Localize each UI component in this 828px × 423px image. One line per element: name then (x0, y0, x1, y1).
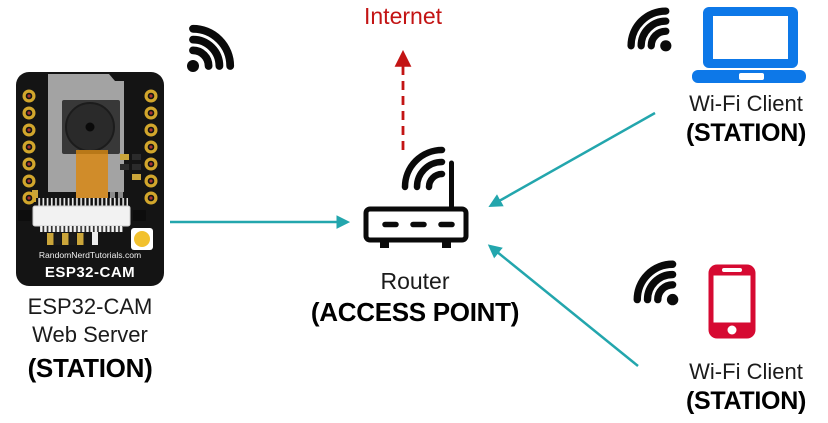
board-name-text: ESP32-CAM (45, 264, 135, 281)
esp32-mode-label: (STATION) (27, 353, 153, 383)
router-name-label: Router (380, 268, 450, 294)
esp32-cam-board: RandomNerdTutorials.com ESP32-CAM (16, 72, 164, 286)
phone-client-label: Wi-Fi Client (689, 359, 803, 384)
wifi-signal-icon (627, 254, 684, 311)
laptop-client-mode-label: (STATION) (686, 118, 806, 147)
laptop-client-label: Wi-Fi Client (689, 91, 803, 116)
esp32-label-group: ESP32-CAM Web Server (STATION) (8, 293, 172, 385)
laptop-icon (692, 7, 806, 83)
laptop-client-label-group: Wi-Fi Client (STATION) (666, 90, 826, 149)
phone-client-mode-label: (STATION) (686, 386, 806, 415)
router-icon (363, 146, 469, 248)
router-mode-label: (ACCESS POINT) (310, 296, 520, 327)
wifi-signal-icon (621, 1, 677, 57)
wifi-signal-icon (181, 18, 241, 78)
phone-client-label-group: Wi-Fi Client (STATION) (666, 358, 826, 417)
board-brand-text: RandomNerdTutorials.com (39, 250, 141, 260)
esp32-label-line1: ESP32-CAM (27, 294, 153, 319)
arrow-laptop-to-router (488, 111, 656, 208)
esp32-label-line2: Web Server (32, 321, 148, 347)
router-label-group: Router (ACCESS POINT) (295, 267, 535, 328)
internet-label: Internet (364, 3, 442, 29)
smartphone-icon (708, 264, 756, 339)
wifi-arcs-icon (425, 170, 446, 191)
